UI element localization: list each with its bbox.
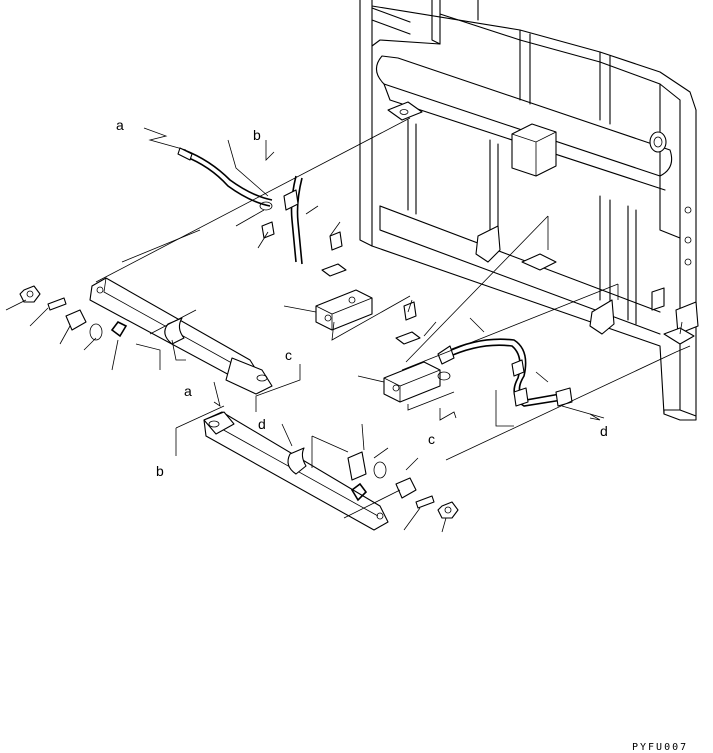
callout-c-mid: c — [285, 347, 292, 363]
callout-a-top: a — [116, 117, 124, 133]
manifold-blocks — [315, 231, 451, 403]
drawing-code: PYFU007 — [632, 742, 688, 753]
callout-d-mid: d — [258, 416, 266, 432]
left-tilt-cylinder — [89, 277, 273, 395]
callout-labels: a b a c d b c d — [116, 117, 608, 479]
callout-d-right: d — [600, 423, 608, 439]
callout-b-left: b — [156, 463, 164, 479]
right-tilt-cylinder — [203, 411, 389, 531]
callout-a-mid: a — [184, 383, 192, 399]
callout-b-top: b — [253, 127, 261, 143]
hoses — [177, 147, 573, 407]
leader-lines — [5, 117, 691, 533]
carriage-frame — [359, 0, 699, 421]
loose-hardware — [19, 201, 459, 519]
callout-c-right: c — [428, 431, 435, 447]
